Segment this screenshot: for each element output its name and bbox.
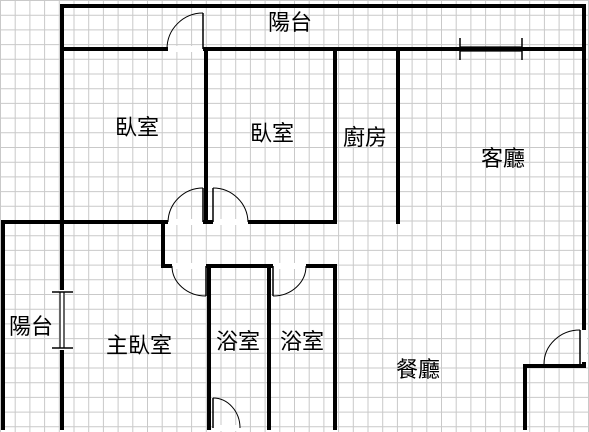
doors xyxy=(166,12,581,429)
outer-wall-top xyxy=(60,4,586,430)
label-bathroom-2: 浴室 xyxy=(280,330,324,355)
label-living-room: 客廳 xyxy=(481,147,525,172)
room-labels: 陽台 臥室 臥室 廚房 客廳 陽台 主臥室 浴室 浴室 餐廳 xyxy=(9,11,525,383)
windows xyxy=(52,38,523,349)
walls xyxy=(1,4,586,430)
label-balcony-top: 陽台 xyxy=(268,11,312,36)
door-bedroom2 xyxy=(212,187,249,223)
door-bedroom1 xyxy=(167,187,204,223)
label-bathroom-1: 浴室 xyxy=(216,330,260,355)
label-kitchen: 廚房 xyxy=(343,126,387,151)
door-master-bedroom xyxy=(171,265,207,297)
label-dining-room: 餐廳 xyxy=(396,358,440,383)
door-bathroom1 xyxy=(212,397,241,429)
sliding-window-top-right xyxy=(459,38,523,60)
door-front-entrance xyxy=(543,329,581,365)
door-top-balcony xyxy=(166,12,204,50)
wall-openings xyxy=(59,46,587,431)
label-bedroom-1: 臥室 xyxy=(115,116,159,141)
sliding-door-left-balcony xyxy=(52,291,73,349)
door-bathroom2 xyxy=(272,265,307,297)
label-balcony-left: 陽台 xyxy=(9,315,53,340)
label-bedroom-2: 臥室 xyxy=(250,122,294,147)
label-master-bedroom: 主臥室 xyxy=(106,334,172,359)
